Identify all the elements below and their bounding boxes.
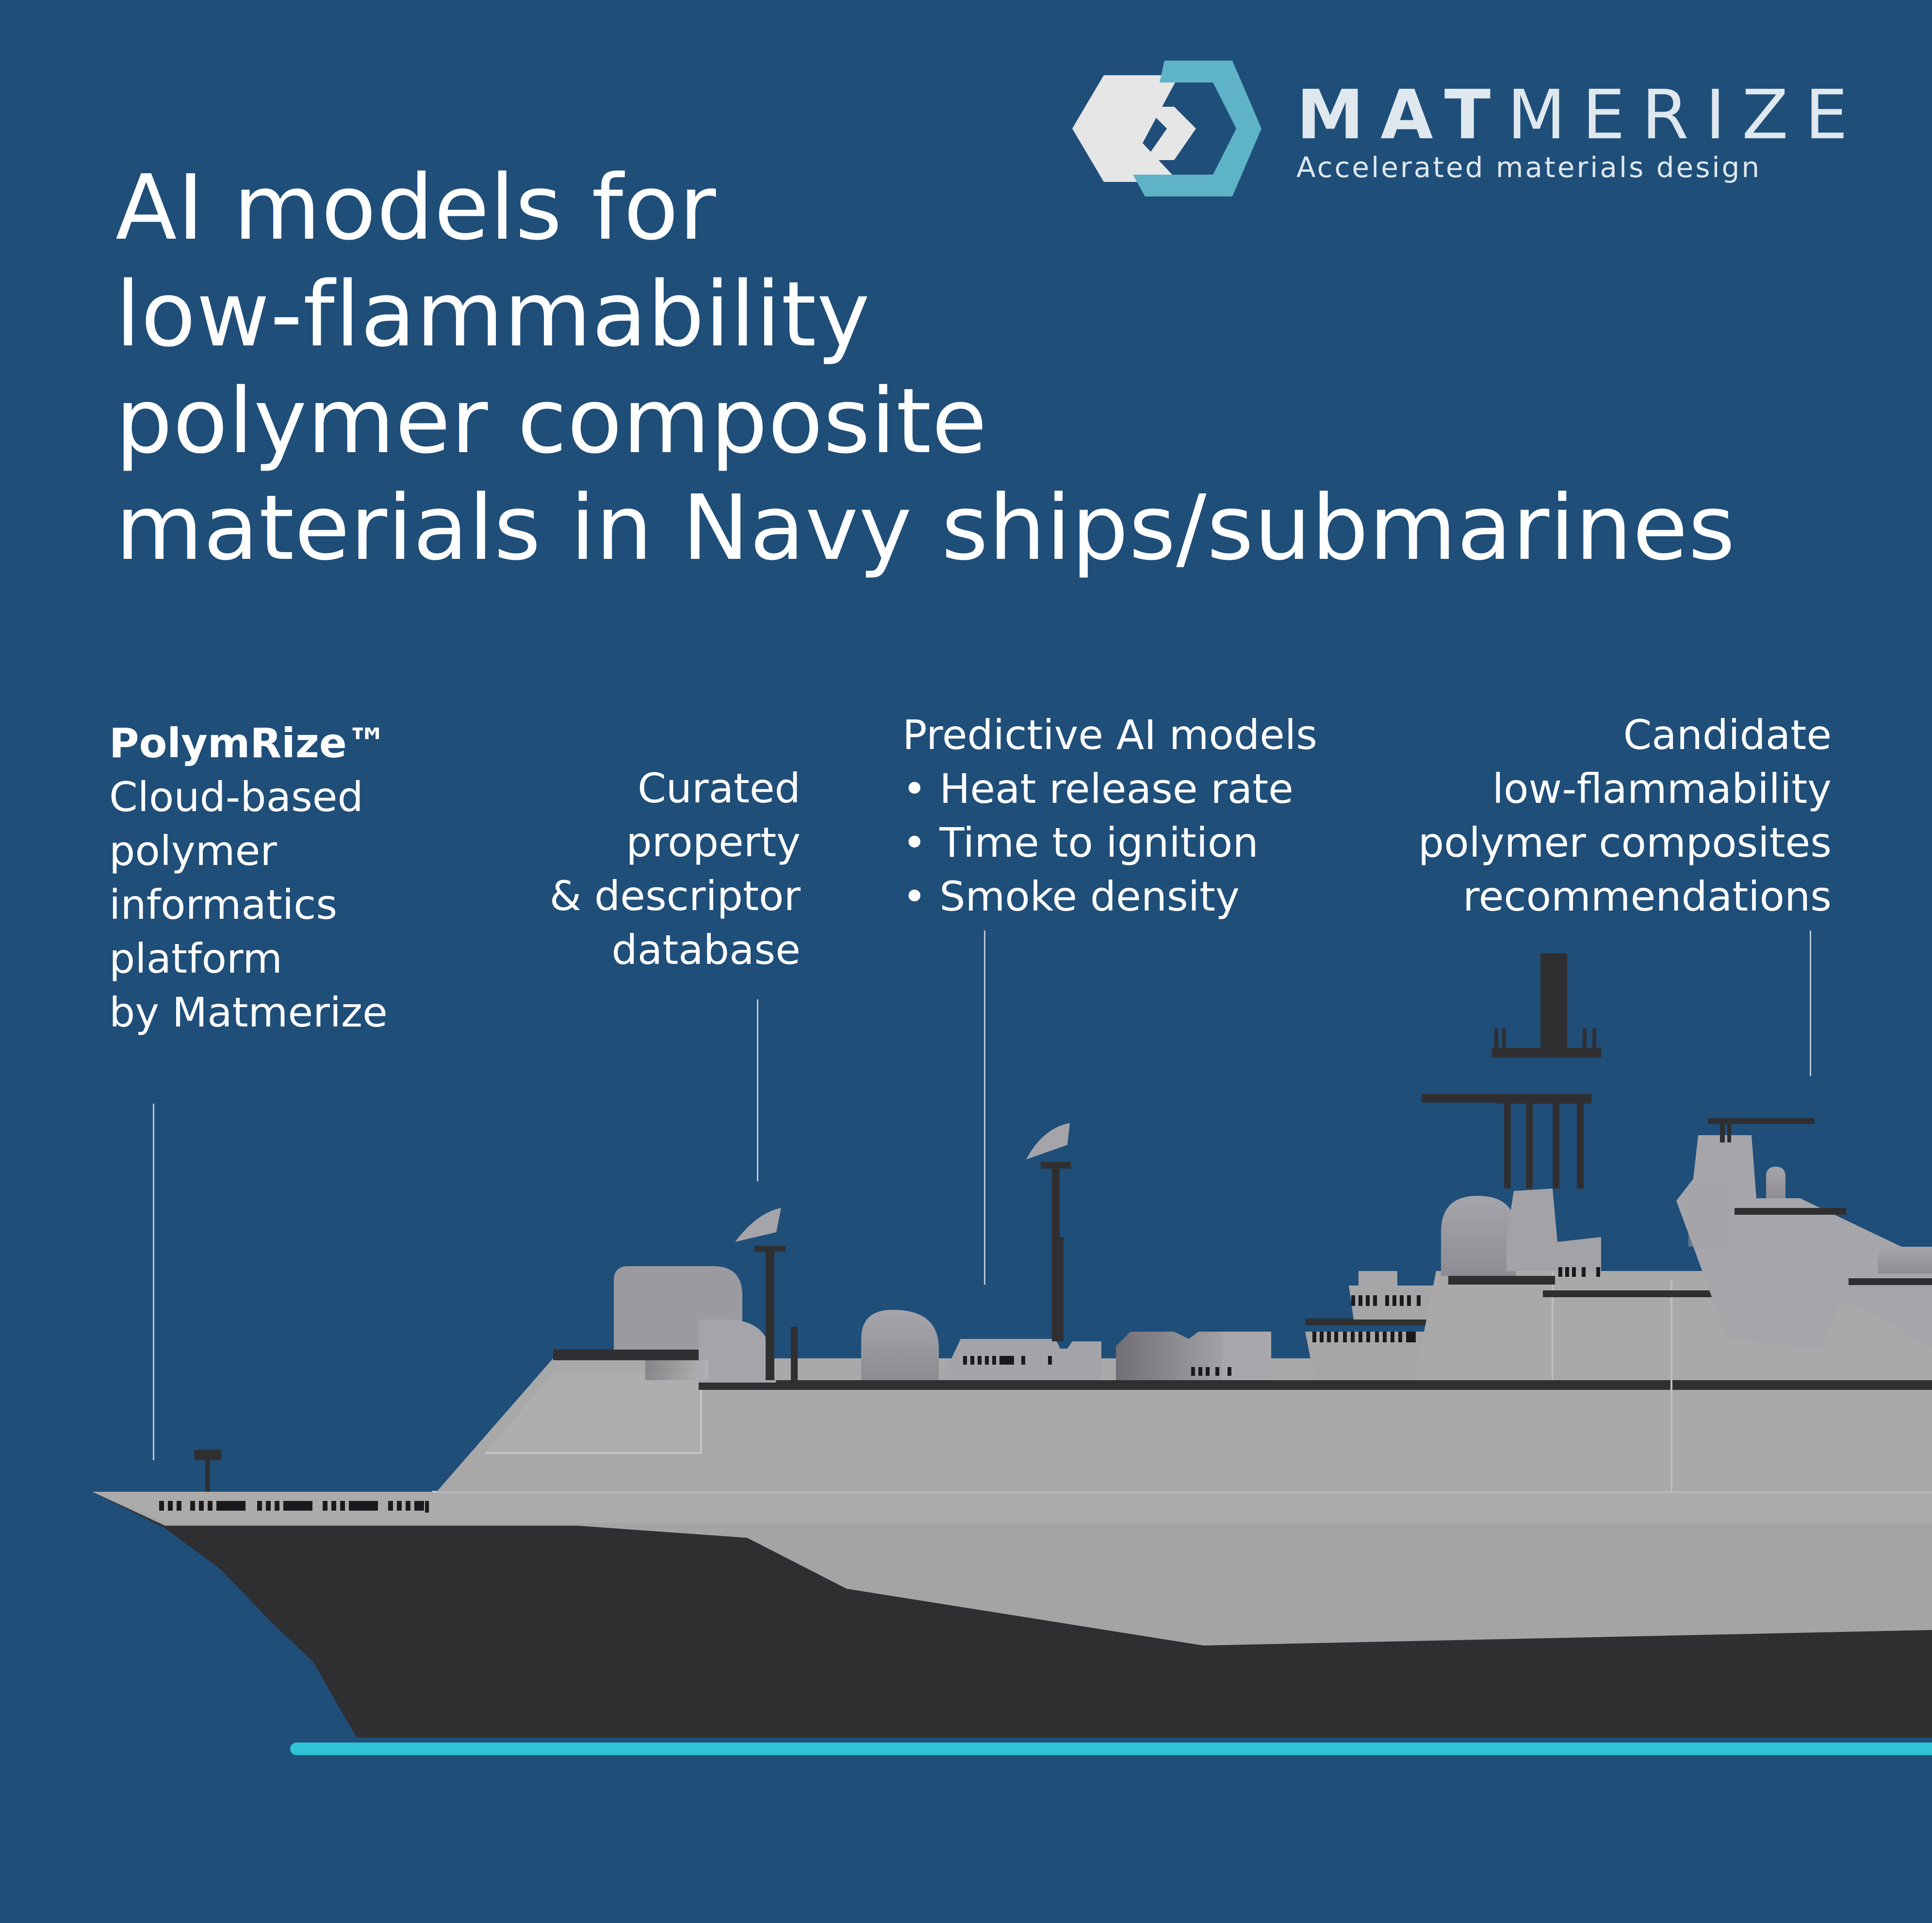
brand-name-light: MERIZE: [1507, 76, 1865, 155]
caption-platform-line-4: informatics: [109, 881, 338, 929]
brand-name: MATMERIZE: [1296, 77, 1864, 154]
caption-models-bullet-1: • Heat release rate: [902, 765, 1293, 813]
caption-database-line-3: & descriptor: [549, 872, 801, 920]
caption-recommendations-line-2: low-flammability: [1492, 765, 1832, 813]
leader-line-platform: [153, 1104, 154, 1460]
deck-band: [92, 1492, 1932, 1523]
leader-line-database: [757, 999, 758, 1181]
caption-recommendations: Candidate low-flammability polymer compo…: [1320, 708, 1832, 924]
waterline: [290, 1743, 1932, 1755]
caption-models-bullet-2: • Time to ignition: [902, 819, 1259, 866]
forward-superstructure: [437, 1358, 1932, 1492]
caption-database: Curated property & descriptor database: [509, 762, 801, 977]
caption-database-line-4: database: [611, 926, 801, 974]
title-line-4: materials in Navy ships/submarines: [115, 475, 1736, 580]
caption-recommendations-line-4: recommendations: [1463, 873, 1832, 920]
radome: [861, 1310, 939, 1380]
caption-database-line-1: Curated: [638, 765, 801, 812]
caption-platform: PolymRize™ Cloud-based polymer informati…: [109, 717, 388, 1040]
caption-models-heading: Predictive AI models: [902, 711, 1318, 759]
caption-platform-line-3: polymer: [109, 827, 277, 875]
caption-models: Predictive AI models • Heat release rate…: [902, 708, 1317, 924]
caption-platform-line-1: PolymRize™: [109, 719, 388, 767]
leader-line-recommendations: [1810, 930, 1811, 1076]
lattice-mast: [1422, 953, 1601, 1189]
caption-platform-line-2: Cloud-based: [109, 773, 363, 821]
brand-name-bold: MAT: [1296, 76, 1507, 155]
radar-dish-mid: [1026, 1123, 1071, 1341]
caption-platform-line-5: platform: [109, 935, 282, 982]
caption-recommendations-line-1: Candidate: [1623, 711, 1832, 759]
caption-database-line-2: property: [626, 818, 801, 866]
caption-platform-line-6: by Matmerize: [109, 989, 388, 1036]
title-line-3: polymer composite: [115, 369, 988, 473]
title-line-1: AI models for: [115, 155, 717, 260]
hull-upper: [92, 1492, 1932, 1646]
title-line-2: low-flammability: [115, 262, 870, 367]
caption-models-bullet-3: • Smoke density: [902, 873, 1240, 920]
radar-dish-front: [735, 1208, 798, 1380]
leader-line-models: [984, 930, 985, 1285]
brand-tagline: Accelerated materials design: [1296, 151, 1762, 184]
caption-recommendations-line-3: polymer composites: [1418, 819, 1832, 866]
bow-windows: [159, 1501, 429, 1513]
